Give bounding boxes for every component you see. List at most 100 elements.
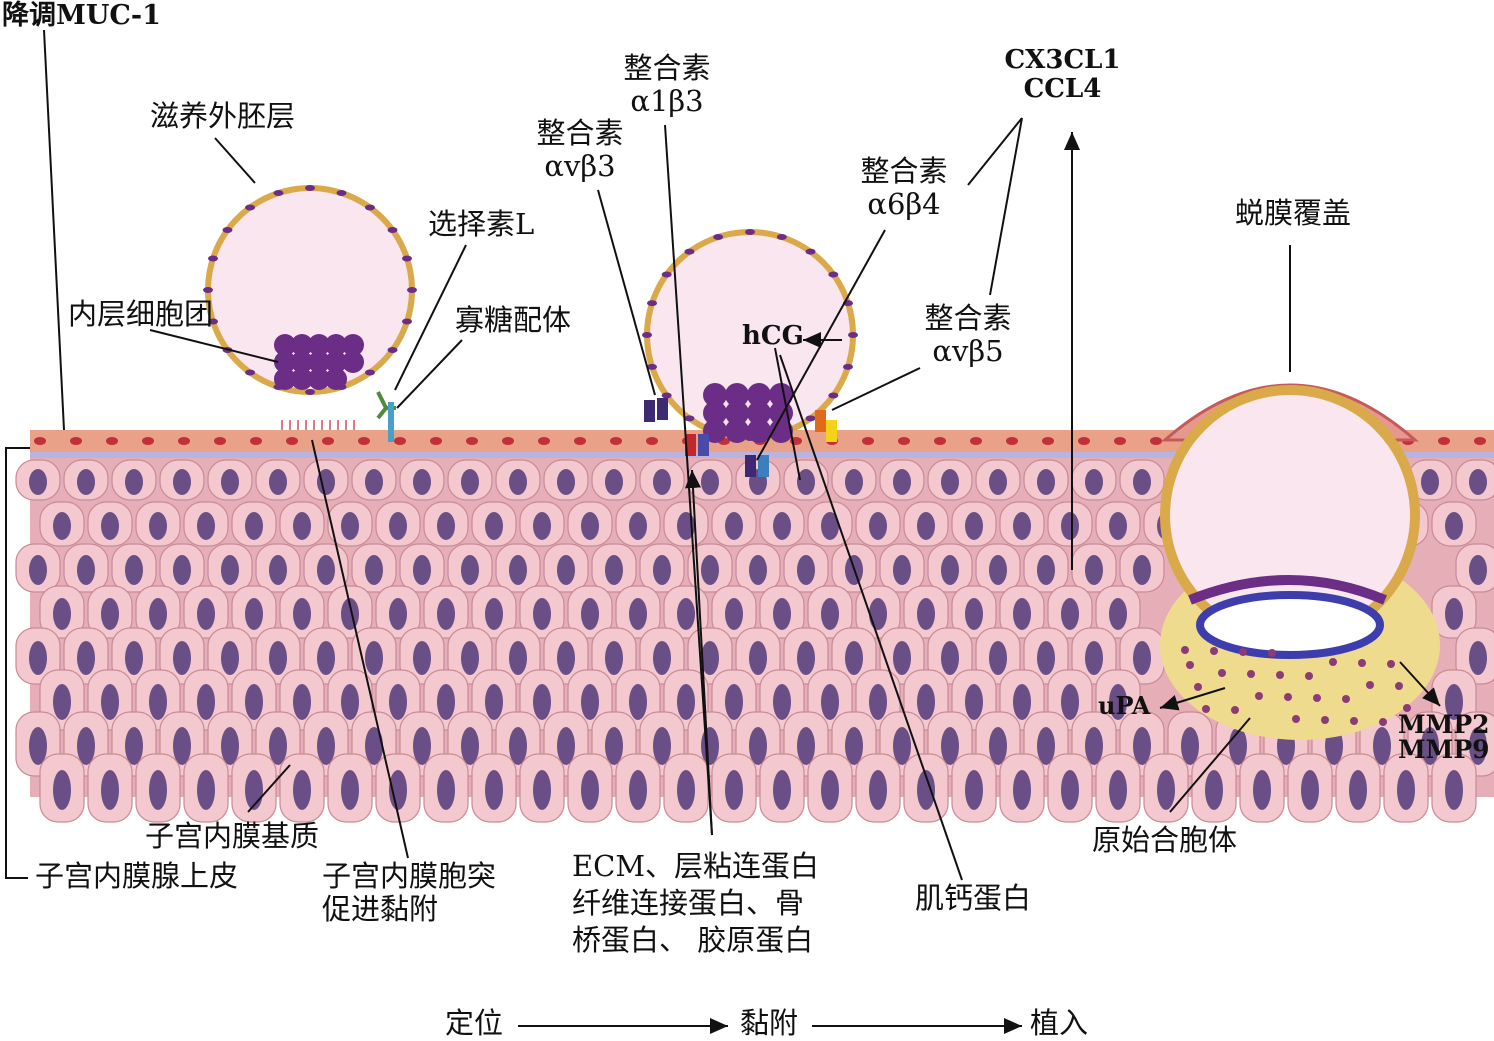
cx3cl1-text: CX3CL1 xyxy=(1004,45,1121,75)
integrin-receptor xyxy=(745,455,756,477)
matrix-label: 子宫内膜基质 xyxy=(145,819,320,853)
mmp9-text: MMP9 xyxy=(1398,735,1490,764)
cell-nucleus xyxy=(605,727,623,765)
cell-nucleus xyxy=(1181,727,1199,765)
cell-nucleus xyxy=(389,598,407,630)
integrin-receptor xyxy=(685,434,696,456)
cell-nucleus xyxy=(965,598,983,630)
trophoblast-nucleus xyxy=(828,271,839,278)
cell-nucleus xyxy=(581,598,599,630)
cell-nucleus xyxy=(149,598,167,630)
inner-cell xyxy=(747,401,771,425)
stage-implantation-label: 植入 xyxy=(1030,1006,1089,1040)
leader-line xyxy=(1169,717,1251,813)
cell-nucleus xyxy=(725,598,743,630)
mmp2-text: MMP2 xyxy=(1398,710,1490,739)
syncytial-nucleus xyxy=(1342,695,1350,703)
pinopodes-line2: 促进黏附 xyxy=(322,892,439,927)
cell-nucleus xyxy=(1037,555,1055,585)
cell-nucleus xyxy=(29,641,47,675)
trophoblast-nucleus xyxy=(805,415,816,422)
arrow xyxy=(1399,661,1441,707)
cell-nucleus xyxy=(413,469,431,495)
trophoblast-nucleus xyxy=(407,287,417,293)
epithelial-nucleus xyxy=(1150,437,1162,445)
trophoblast-nucleus xyxy=(642,332,652,338)
cell-nucleus xyxy=(1109,684,1127,720)
cell-nucleus xyxy=(797,555,815,585)
cell-nucleus xyxy=(1013,684,1031,720)
leader-line xyxy=(396,339,463,409)
integrin-avb3-line2: αvβ3 xyxy=(544,149,616,184)
inner-cell xyxy=(308,334,330,356)
epithelial-nucleus xyxy=(1042,437,1054,445)
integrin-receptor xyxy=(758,455,769,477)
epithelial-nucleus xyxy=(1474,437,1486,445)
inner-cell xyxy=(703,401,727,425)
cell-nucleus xyxy=(221,727,239,765)
muc1-label: 降调MUC-1 xyxy=(2,0,161,31)
inner-cell xyxy=(725,383,749,407)
syncytial-nucleus xyxy=(1321,716,1329,724)
syncytial-nucleus xyxy=(1181,646,1189,654)
cell-nucleus xyxy=(221,469,239,495)
cell-nucleus xyxy=(557,469,575,495)
cell-nucleus xyxy=(293,512,311,540)
cell-nucleus xyxy=(53,512,71,540)
mmp-label: MMP2 MMP9 xyxy=(1398,712,1490,762)
cell-nucleus xyxy=(221,641,239,675)
inner-cell xyxy=(769,419,793,443)
cell-nucleus xyxy=(29,555,47,585)
epithelial-nucleus xyxy=(322,437,334,445)
cell-nucleus xyxy=(269,641,287,675)
cell-nucleus xyxy=(245,512,263,540)
epithelium-bracket xyxy=(5,447,30,879)
pinopodes-line1: 子宫内膜胞突 xyxy=(322,859,497,893)
trophoblast-nucleus xyxy=(203,287,213,293)
cell-nucleus xyxy=(701,727,719,765)
syncytial-nucleus xyxy=(1268,649,1276,657)
integrin-receptor xyxy=(698,434,709,456)
cell-nucleus xyxy=(77,641,95,675)
cell-nucleus xyxy=(701,641,719,675)
syncytial-nucleus xyxy=(1305,672,1313,680)
trophoblast-nucleus xyxy=(273,189,284,196)
epithelial-nucleus xyxy=(34,437,46,445)
cell-nucleus xyxy=(1133,555,1151,585)
syncytial-nucleus xyxy=(1247,670,1255,678)
integrin-avb3-line1: 整合素 xyxy=(536,116,624,150)
leader-line xyxy=(967,117,1023,186)
trophoblast-nucleus xyxy=(713,234,724,241)
cell-nucleus xyxy=(917,770,935,810)
cell-nucleus xyxy=(821,770,839,810)
cell-nucleus xyxy=(389,512,407,540)
cell-nucleus xyxy=(557,641,575,675)
cell-nucleus xyxy=(485,512,503,540)
cell-nucleus xyxy=(1157,770,1175,810)
epithelial-nucleus xyxy=(1078,437,1090,445)
cell-nucleus xyxy=(989,641,1007,675)
cell-nucleus xyxy=(557,555,575,585)
cell-nucleus xyxy=(917,684,935,720)
cell-nucleus xyxy=(389,684,407,720)
cell-nucleus xyxy=(485,598,503,630)
cell-nucleus xyxy=(773,684,791,720)
syncytial-nucleus xyxy=(1255,692,1263,700)
cell-nucleus xyxy=(965,684,983,720)
cell-nucleus xyxy=(341,770,359,810)
syncytial-nucleus xyxy=(1350,717,1358,725)
upa-label: uPA xyxy=(1098,691,1151,720)
epithelial-nucleus xyxy=(862,437,874,445)
cell-nucleus xyxy=(701,469,719,495)
cell-nucleus xyxy=(1445,512,1463,540)
cell-nucleus xyxy=(797,727,815,765)
inner-cell xyxy=(291,368,313,390)
inner-cell xyxy=(747,419,771,443)
cell-nucleus xyxy=(413,641,431,675)
cell-nucleus xyxy=(125,469,143,495)
cell-nucleus xyxy=(389,770,407,810)
integrin-a6b4-line2: α6β4 xyxy=(867,187,941,222)
cell-nucleus xyxy=(893,469,911,495)
cell-nucleus xyxy=(293,770,311,810)
